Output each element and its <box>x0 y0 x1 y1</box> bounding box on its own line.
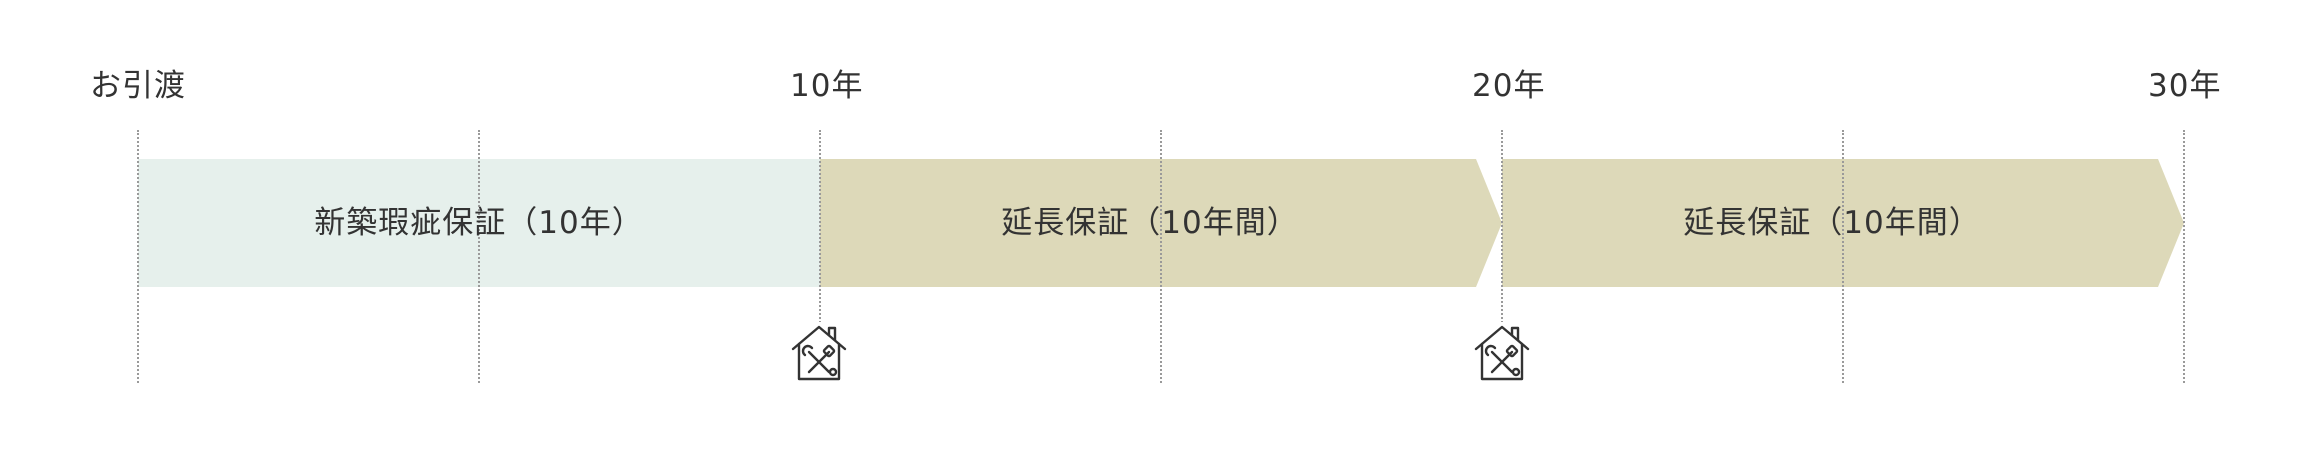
gridline-10-years <box>819 130 821 383</box>
gridline-20-years <box>1501 130 1503 383</box>
gridline-30-years <box>2183 130 2185 383</box>
timeline-label-30-years: 30年 <box>2148 68 2222 104</box>
extension-warranty-label-2: 延長保証（10年間） <box>1683 205 1981 241</box>
gridline-15-years <box>1160 130 1162 383</box>
house-tools-icon <box>789 322 849 384</box>
gridline-25-years <box>1842 130 1844 383</box>
initial-warranty-label: 新築瑕疵保証（10年） <box>314 205 644 241</box>
gridline-0-years <box>137 130 139 383</box>
house-tools-icon <box>1472 322 1532 384</box>
timeline-label-10-years: 10年 <box>790 68 864 104</box>
gridline-5-years <box>478 130 480 383</box>
timeline-label-20-years: 20年 <box>1472 68 1546 104</box>
timeline-label-handover: お引渡 <box>90 68 186 104</box>
extension-warranty-label-1: 延長保証（10年間） <box>1001 205 1299 241</box>
